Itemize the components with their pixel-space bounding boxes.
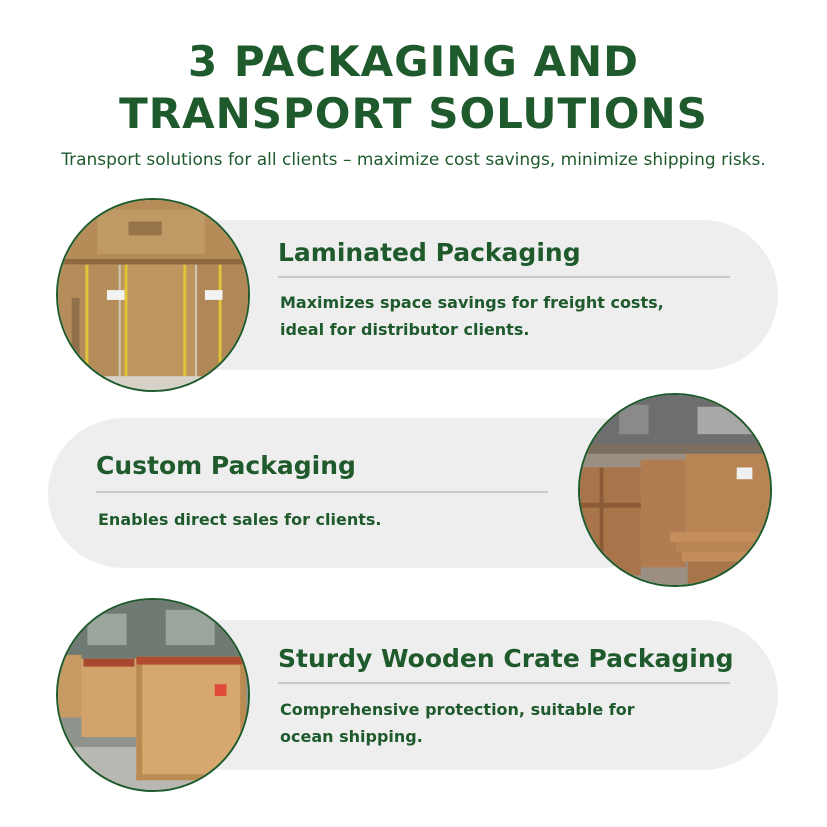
- card-divider: [96, 491, 548, 493]
- page-title-line-1: 3 PACKAGING AND: [187, 37, 640, 86]
- card-custom-packaging: [48, 418, 678, 568]
- page-subtitle: Transport solutions for all clients – ma…: [61, 150, 766, 170]
- page-title-line-2: TRANSPORT SOLUTIONS: [119, 89, 708, 138]
- card-divider: [278, 276, 730, 278]
- card-laminated-packaging: [150, 220, 778, 370]
- warehouse-custom-boxes-photo: [578, 393, 772, 587]
- stacked-cardboard-boxes-photo: [56, 198, 250, 392]
- card-desc-laminated-line-1: Maximizes space savings for freight cost…: [280, 293, 664, 312]
- card-title-custom: Custom Packaging: [96, 451, 356, 480]
- card-desc-wooden-crate-line-1: Comprehensive protection, suitable for: [280, 700, 635, 719]
- card-divider: [278, 682, 730, 684]
- card-desc-custom-line-1: Enables direct sales for clients.: [98, 510, 382, 529]
- card-wooden-crate-packaging: [150, 620, 778, 770]
- card-title-laminated: Laminated Packaging: [278, 238, 581, 267]
- card-title-wooden-crate: Sturdy Wooden Crate Packaging: [278, 644, 734, 673]
- card-desc-laminated-line-2: ideal for distributor clients.: [280, 320, 530, 339]
- wooden-crates-photo: [56, 598, 250, 792]
- card-desc-wooden-crate-line-2: ocean shipping.: [280, 727, 423, 746]
